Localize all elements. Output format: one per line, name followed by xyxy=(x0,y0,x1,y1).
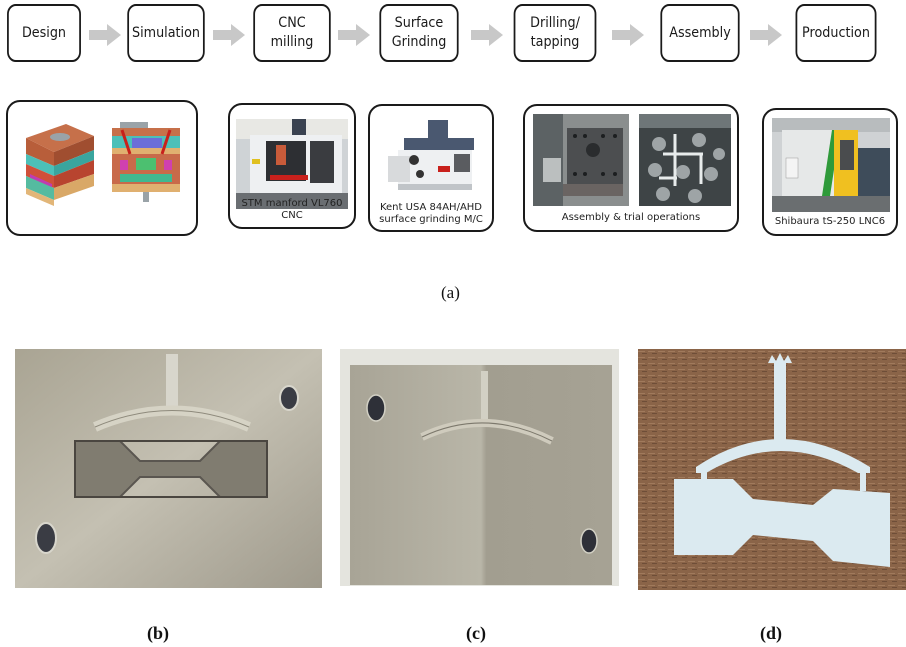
card-surface-grinder: Kent USA 84AH/AHD surface grinding M/C xyxy=(368,104,494,232)
dumbbell-specimen xyxy=(674,353,890,567)
card-mould-design xyxy=(6,100,198,236)
step-cnc-milling: CNC milling xyxy=(253,4,331,62)
sprue xyxy=(166,354,178,412)
arrow-right-icon xyxy=(471,24,503,46)
panel-label-d: (d) xyxy=(760,623,782,643)
arrow-right-icon xyxy=(612,24,644,46)
guide-hole xyxy=(279,385,299,411)
arrow-right-icon xyxy=(89,24,121,46)
assembly-photo-1 xyxy=(533,114,629,206)
caption-surface-grinder: Kent USA 84AH/AHD surface grinding M/C xyxy=(379,202,483,225)
caption-cnc-machine: STM manford VL760 CNC xyxy=(241,198,343,221)
step-drilling-tapping: Drilling/ tapping xyxy=(513,4,597,62)
card-assembly: Assembly & trial operations xyxy=(523,104,739,232)
cnc-machine-image xyxy=(236,119,348,209)
step-design: Design xyxy=(7,4,81,62)
guide-hole xyxy=(366,394,386,422)
guide-hole xyxy=(580,528,598,554)
injection-machine-image xyxy=(772,118,890,212)
caption-assembly: Assembly & trial operations xyxy=(561,212,701,223)
arrow-right-icon xyxy=(338,24,370,46)
mould-cad-image xyxy=(26,122,180,206)
photo-moulded-specimen xyxy=(638,349,906,590)
step-surface-grinding: Surface Grinding xyxy=(379,4,459,62)
card-injection-machine: Shibaura tS-250 LNC6 xyxy=(762,108,898,236)
assembly-photo-2 xyxy=(639,114,731,206)
sprue xyxy=(481,371,488,427)
caption-injection-machine: Shibaura tS-250 LNC6 xyxy=(774,216,886,227)
step-simulation: Simulation xyxy=(127,4,205,62)
photo-mould-core-half xyxy=(15,349,322,588)
surface-grinder-image xyxy=(388,120,474,190)
arrow-right-icon xyxy=(750,24,782,46)
step-assembly: Assembly xyxy=(660,4,740,62)
panel-label-c: (c) xyxy=(466,623,486,643)
photo-mould-cavity-half xyxy=(340,349,619,586)
card-cnc-machine: STM manford VL760 CNC xyxy=(228,103,356,229)
panel-label-b: (b) xyxy=(147,623,169,643)
step-production: Production xyxy=(795,4,877,62)
guide-hole xyxy=(35,522,57,554)
panel-label-a: (a) xyxy=(441,283,460,302)
arrow-right-icon xyxy=(213,24,245,46)
